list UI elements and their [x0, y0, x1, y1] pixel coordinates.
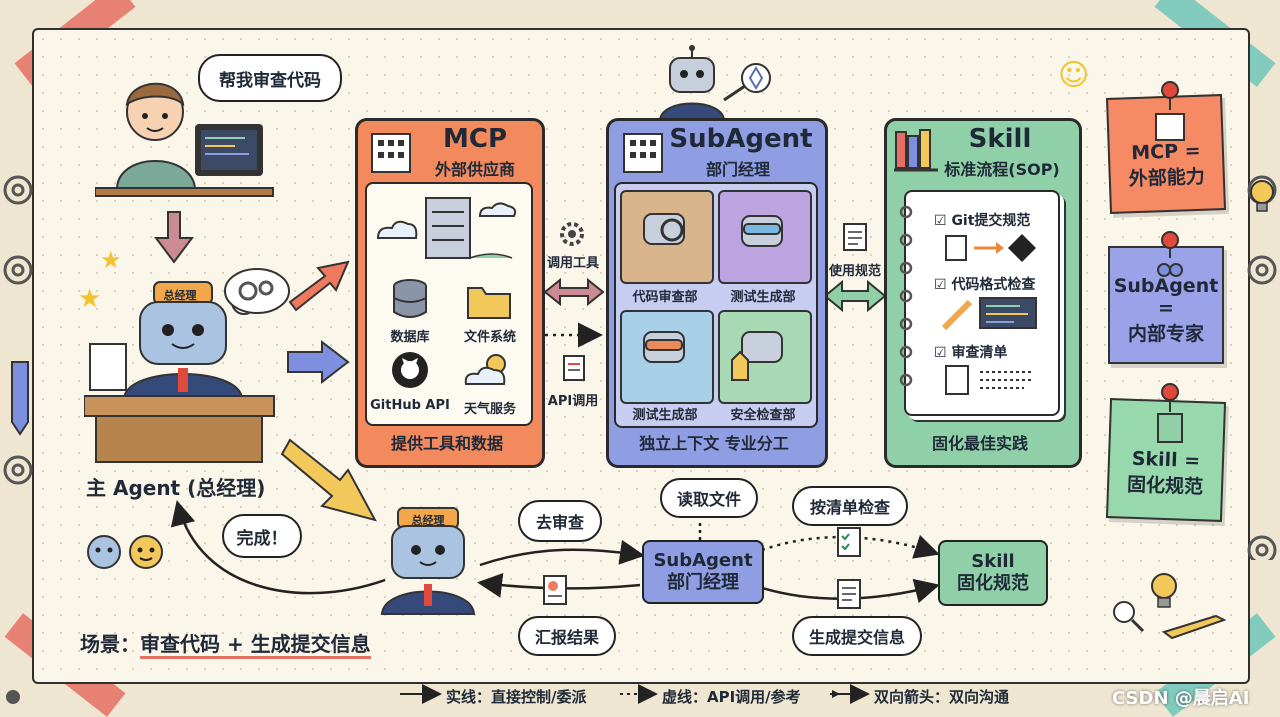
- building-icon-2: [623, 133, 663, 173]
- subagent-cell-label-test-2: 测试生成部: [632, 408, 698, 423]
- books-icon: [894, 129, 938, 172]
- star-icon: ★: [100, 246, 122, 274]
- skill-check-list-label: 审查清单: [951, 345, 1008, 361]
- scene-caption: 场景：审查代码 + 生成提交信息: [80, 628, 371, 659]
- lightbulb-icon-2: [1151, 573, 1177, 608]
- weather-icon: [464, 354, 506, 385]
- subagent-cell-label-security: 安全检查部: [730, 408, 796, 423]
- corner-logo-icon: [6, 690, 20, 704]
- flow-skill-line1: Skill: [971, 551, 1015, 572]
- connector-api-call: API调用: [547, 394, 599, 409]
- watermark: CSDN @晨启AI: [1112, 688, 1250, 709]
- checklist-icon: [945, 365, 1034, 395]
- magnifier-icon: [1113, 601, 1145, 633]
- flow-sub-line1: SubAgent: [653, 550, 753, 571]
- mcp-item-github: GitHub API: [370, 398, 450, 413]
- git-branch-icon: [945, 234, 1036, 262]
- skill-title: Skill: [968, 124, 1032, 154]
- checklist-doc-icon: [837, 527, 861, 557]
- skill-footer: 固化最佳实践: [931, 434, 1028, 453]
- gear-icon: [560, 222, 584, 246]
- star-icon-2: ★: [78, 284, 102, 314]
- subagent-cell-label-test: 测试生成部: [730, 290, 796, 305]
- subagent-cell-test: [718, 190, 812, 284]
- go-review-bubble: 去审查: [518, 500, 602, 542]
- user-at-computer-icon: [95, 82, 274, 197]
- flow-manager-robot-icon: [380, 507, 476, 615]
- done-bubble: 完成！: [222, 514, 302, 558]
- skill-check-format-label: 代码格式检查: [951, 277, 1036, 293]
- skill-subtitle: 标准流程(SOP): [944, 160, 1060, 179]
- smiley-icon: ☺: [1058, 58, 1090, 93]
- skill-check-list: ☑ 审查清单: [934, 345, 1008, 361]
- connector-call-tools: 调用工具: [546, 256, 599, 271]
- mcp-subtitle: 外部供应商: [434, 160, 515, 179]
- mcp-item-filesystem: 文件系统: [463, 330, 516, 345]
- subagent-cells-robots-icon: [643, 213, 783, 381]
- note-sub-line2: 内部专家: [1127, 323, 1204, 345]
- thought-gears-icon: [224, 268, 290, 314]
- api-doc-icon: [563, 355, 585, 381]
- flow-skill-box: Skill 固化规范: [938, 540, 1048, 606]
- pencil-icon: [1161, 614, 1227, 640]
- notebook-rings-icon: [899, 205, 913, 387]
- skill-check-git-label: Git提交规范: [951, 213, 1031, 229]
- skill-check-git: ☑ Git提交规范: [934, 213, 1031, 229]
- check-by-list-bubble: 按清单检查: [792, 486, 908, 526]
- read-file-bubble: 读取文件: [660, 478, 758, 518]
- mcp-item-database: 数据库: [390, 330, 430, 345]
- spec-doc-icon: [843, 223, 867, 251]
- code-editor-icon: [941, 297, 1037, 331]
- main-agent-caption: 主 Agent (总经理): [86, 476, 266, 500]
- gen-commit-bubble: 生成提交信息: [792, 616, 922, 656]
- legend-solid: 实线：直接控制/委派: [446, 688, 587, 706]
- left-gears-icon: [3, 175, 33, 485]
- subagent-footer: 独立上下文 专业分工: [639, 434, 789, 453]
- note-subagent: SubAgent = 内部专家: [1108, 246, 1224, 364]
- github-icon: [392, 352, 428, 388]
- flow-subagent-box: SubAgent 部门经理: [642, 540, 764, 604]
- legend-double: 双向箭头：双向沟通: [874, 688, 1010, 706]
- scene-prefix: 场景：: [80, 632, 140, 656]
- subagent-title: SubAgent: [669, 124, 813, 154]
- pencil-icon-left: [11, 361, 29, 436]
- user-request-bubble: 帮我审查代码: [198, 54, 342, 102]
- manager-robot-icon: [84, 281, 275, 463]
- main-agent-hat-label: 总经理: [163, 289, 197, 302]
- flow-skill-line2: 固化规范: [957, 573, 1029, 594]
- building-icon: [371, 133, 411, 173]
- server-cloud-icon: [376, 197, 517, 259]
- flow-hat-label: 总经理: [411, 514, 445, 527]
- lightbulb-icon: [1250, 180, 1274, 212]
- database-icon: [393, 279, 427, 318]
- flow-sub-line2: 部门经理: [667, 572, 739, 593]
- commit-doc-icon: [837, 579, 861, 609]
- connector-use-spec: 使用规范: [828, 264, 881, 279]
- legend-dotted: 虚线：API调用/参考: [662, 688, 801, 706]
- mcp-footer: 提供工具和数据: [390, 434, 503, 453]
- folder-icon: [467, 287, 511, 319]
- note-sub-line1: SubAgent =: [1113, 275, 1219, 319]
- subagent-subtitle: 部门经理: [705, 160, 770, 179]
- skill-check-format: ☑ 代码格式检查: [934, 277, 1036, 293]
- mcp-title: MCP: [442, 124, 507, 154]
- report-bubble: 汇报结果: [518, 616, 616, 656]
- subagent-robot-icon: [658, 45, 771, 120]
- note-pins-icons: [1155, 81, 1185, 443]
- subagent-cell-label-review: 代码审查部: [632, 290, 698, 305]
- report-doc-icon: [543, 575, 567, 605]
- mcp-item-weather: 天气服务: [463, 402, 516, 417]
- small-robots-icon: [87, 535, 163, 569]
- scene-highlight: 审查代码 + 生成提交信息: [140, 632, 371, 659]
